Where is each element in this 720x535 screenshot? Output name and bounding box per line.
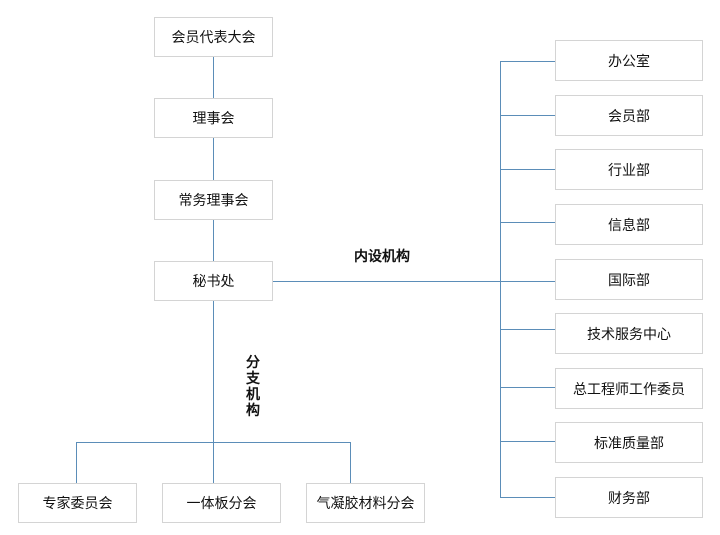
node-dept-office: 办公室 [555,40,703,81]
node-council: 理事会 [154,98,273,138]
node-dept-industry: 行业部 [555,149,703,190]
node-branch-experts: 专家委员会 [18,483,137,523]
node-dept-standards-quality: 标准质量部 [555,422,703,463]
node-dept-information: 信息部 [555,204,703,245]
node-standing-council: 常务理事会 [154,180,273,220]
node-dept-chief-engineer: 总工程师工作委员 [555,368,703,409]
node-dept-international: 国际部 [555,259,703,300]
node-members-congress: 会员代表大会 [154,17,273,57]
internal-departments-label: 内设机构 [354,249,410,265]
node-branch-integrated-board: 一体板分会 [162,483,281,523]
node-secretariat: 秘书处 [154,261,273,301]
node-dept-tech-service: 技术服务中心 [555,313,703,354]
node-dept-membership: 会员部 [555,95,703,136]
node-branch-aerogel: 气凝胶材料分会 [306,483,425,523]
node-dept-finance: 财务部 [555,477,703,518]
branch-label: 分支机构 [246,355,260,419]
